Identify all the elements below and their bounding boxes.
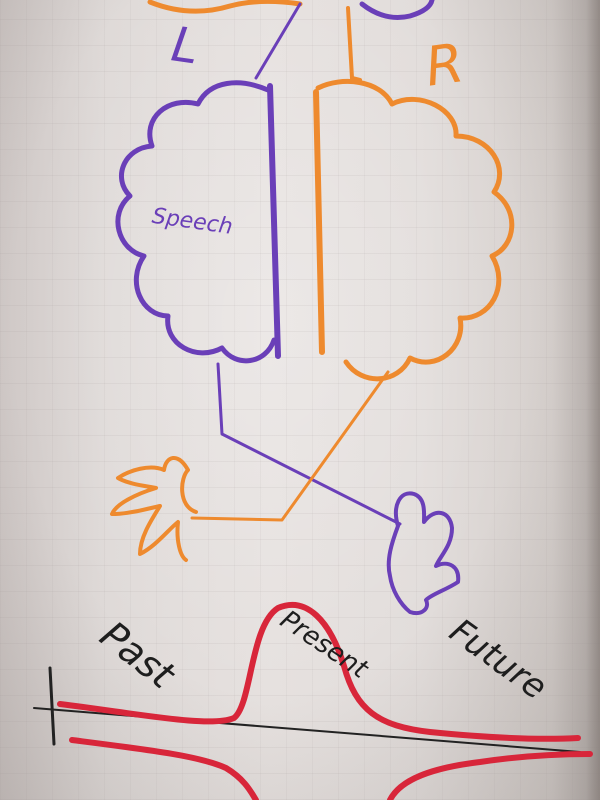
orange-crossing-line [190, 370, 390, 522]
top-orange-bow [147, 0, 303, 14]
right-hemisphere-outline [315, 79, 515, 382]
neck-orange-line [346, 6, 362, 82]
paper-right-edge [586, 0, 600, 800]
left-orange-hand [110, 456, 198, 562]
past-label: Past [92, 613, 184, 699]
future-label: Future [442, 611, 554, 708]
red-curve-upper [57, 601, 581, 742]
right-hemisphere-divider [313, 89, 325, 355]
left-hemisphere-outline [115, 80, 277, 364]
left-hemisphere-letter: L [168, 16, 202, 75]
present-label: Present [275, 605, 374, 685]
right-purple-hand [386, 491, 461, 615]
purple-crossing-line [216, 362, 402, 526]
speech-label: Speech [150, 204, 234, 240]
left-hemisphere-divider [267, 83, 281, 359]
red-curve-lower [69, 737, 593, 800]
neck-purple-line [254, 2, 302, 80]
top-purple-loop [359, 0, 435, 20]
vertical-axis [48, 666, 56, 746]
right-hemisphere-letter: R [422, 31, 468, 99]
